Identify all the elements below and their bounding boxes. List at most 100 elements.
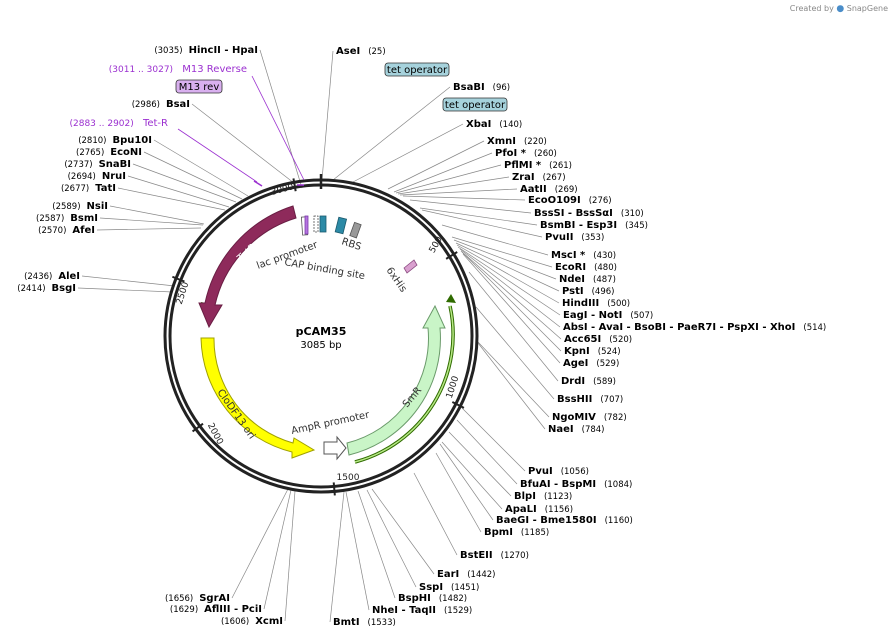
site-name: PstI xyxy=(562,286,584,297)
site-leader-nrui xyxy=(127,175,230,208)
feature-label-cap-binding-site: CAP binding site xyxy=(283,257,365,282)
site-position: (487) xyxy=(593,275,616,285)
rbs-marker xyxy=(349,221,362,239)
site-sspi: SspI(1451) xyxy=(419,582,479,593)
snapgene-logo-icon: ● xyxy=(836,4,845,14)
site-position: (1629) xyxy=(170,605,198,615)
clodf13-ori-feature-arrow xyxy=(200,337,316,459)
site-xcmi: (1606)XcmI xyxy=(221,616,283,627)
site-leader-ecoo109i xyxy=(402,195,526,201)
site-bsphi: BspHI(1482) xyxy=(398,593,467,604)
site-name: HindIII xyxy=(562,298,599,309)
feature-label-rbs: RBS xyxy=(340,236,362,253)
primer-tet-r-name: Tet-R xyxy=(142,118,168,129)
site-snabi: (2737) SnaBI xyxy=(64,159,131,170)
site-leader-hincii-hpai xyxy=(259,49,303,189)
site-position: (2677) xyxy=(61,184,89,194)
site-tati: (2677)TatI xyxy=(61,183,116,194)
site-name: NsiI xyxy=(87,201,108,212)
site-name: EagI - NotI xyxy=(563,310,622,321)
site-position: (3035) xyxy=(154,46,182,56)
tet-operator-box-1-label: tet operator xyxy=(387,65,448,76)
site-name: DrdI xyxy=(561,376,585,387)
site-position: (276) xyxy=(589,196,612,206)
site-name: ApaLI xyxy=(505,504,537,515)
site-name: SnaBI xyxy=(99,159,131,170)
primer-tet-r: (2883 .. 2902) Tet-R xyxy=(69,118,168,129)
site-leader-bsssi-bsss-i xyxy=(409,199,532,214)
site-leader-xcmi xyxy=(284,490,296,622)
site-naei: NaeI(784) xyxy=(548,424,604,435)
site-position: (261) xyxy=(549,161,572,171)
site-position: (220) xyxy=(524,137,547,147)
site-pflmi: PflMI *(261) xyxy=(504,160,572,171)
primer-m13-reverse-range: (3011 .. 3027) xyxy=(109,65,173,75)
site-position: (1529) xyxy=(444,606,472,616)
tick-mark-2000 xyxy=(191,422,204,433)
site-leader-psti xyxy=(455,242,560,292)
primer-m13-reverse: (3011 .. 3027) M13 Reverse xyxy=(109,64,247,75)
site-pvui: PvuI(1056) xyxy=(528,466,589,477)
site-leader-aatii xyxy=(399,188,518,196)
plasmid-name: pCAM35 xyxy=(296,325,347,338)
site-name: AflIII - PciI xyxy=(204,604,262,615)
site-name: SgrAI xyxy=(199,593,230,604)
site-position: (1482) xyxy=(439,594,467,604)
tick-label-3000: 3000 xyxy=(270,182,295,198)
site-leader-bpu10i xyxy=(153,139,249,197)
site-hindiii: HindIII(500) xyxy=(562,298,630,309)
site-leader-blpi xyxy=(448,431,512,497)
site-position: (1156) xyxy=(545,505,573,515)
site-position: (1533) xyxy=(368,618,396,628)
tick-mark-2500 xyxy=(172,275,185,283)
site-zrai: ZraI(267) xyxy=(512,172,566,183)
site-position: (514) xyxy=(803,323,826,333)
site-name: BsmBI - Esp3I xyxy=(540,220,617,231)
site-leader-acc65i xyxy=(460,250,562,340)
site-name: BaeGI - Bme1580I xyxy=(496,515,597,526)
site-afei: (2570)AfeI xyxy=(38,225,95,236)
site-hincii-hpai: (3035)HincII - HpaI xyxy=(154,45,258,56)
site-leader-bfuai-bspmi xyxy=(456,419,518,485)
site-name: AgeI xyxy=(563,358,588,369)
site-position: (524) xyxy=(598,347,621,357)
site-name: BmtI xyxy=(333,617,360,628)
site-leader-msci xyxy=(441,224,549,256)
site-xbai: XbaI(140) xyxy=(466,119,522,130)
site-leader-pvuii xyxy=(421,209,543,238)
tick-mark-3000 xyxy=(292,178,297,192)
site-position: (2436) xyxy=(24,272,52,282)
site-position: (430) xyxy=(593,251,616,261)
tet-operator-box-2 xyxy=(442,97,508,112)
site-leader-baegi-bme1580i xyxy=(439,443,494,521)
site-position: (2570) xyxy=(38,226,66,236)
m13-rev-marker xyxy=(304,215,309,235)
site-bmti: BmtI (1533) xyxy=(333,617,396,628)
site-name: BsmI xyxy=(70,213,98,224)
site-bfuai-bspmi: BfuAI - BspMI(1084) xyxy=(520,479,632,490)
site-position: (2765) xyxy=(76,148,104,158)
site-aatii: AatII(269) xyxy=(520,184,578,195)
site-msci: MscI *(430) xyxy=(551,250,616,261)
site-name: BfuAI - BspMI xyxy=(520,479,596,490)
site-leader-drdi xyxy=(468,271,559,382)
site-leader-nsii xyxy=(109,205,205,225)
site-name: NdeI xyxy=(559,274,585,285)
smr-arc-highlight xyxy=(354,305,454,463)
site-leader-bsai xyxy=(191,103,295,184)
site-kpni: KpnI(524) xyxy=(564,346,621,357)
tick-mark-1000 xyxy=(451,401,465,409)
site-leader-apali xyxy=(441,441,503,510)
site-position: (2737) xyxy=(64,160,92,170)
site-position: (496) xyxy=(592,287,615,297)
brand-created-by: Created by xyxy=(789,4,834,13)
site-leader-econi xyxy=(143,151,243,200)
site-leader-absi-avai-bsobi-paer7i-pspxi-xhoi xyxy=(459,248,561,328)
site-position: (529) xyxy=(596,359,619,369)
site-name: Bpu10I xyxy=(112,135,152,146)
site-position: (784) xyxy=(582,425,605,435)
site-leader-eari xyxy=(371,488,435,575)
site-leader-pflmi xyxy=(395,164,502,194)
site-ndei: NdeI (487) xyxy=(559,274,616,285)
tet-operator-box-1 xyxy=(384,62,450,77)
